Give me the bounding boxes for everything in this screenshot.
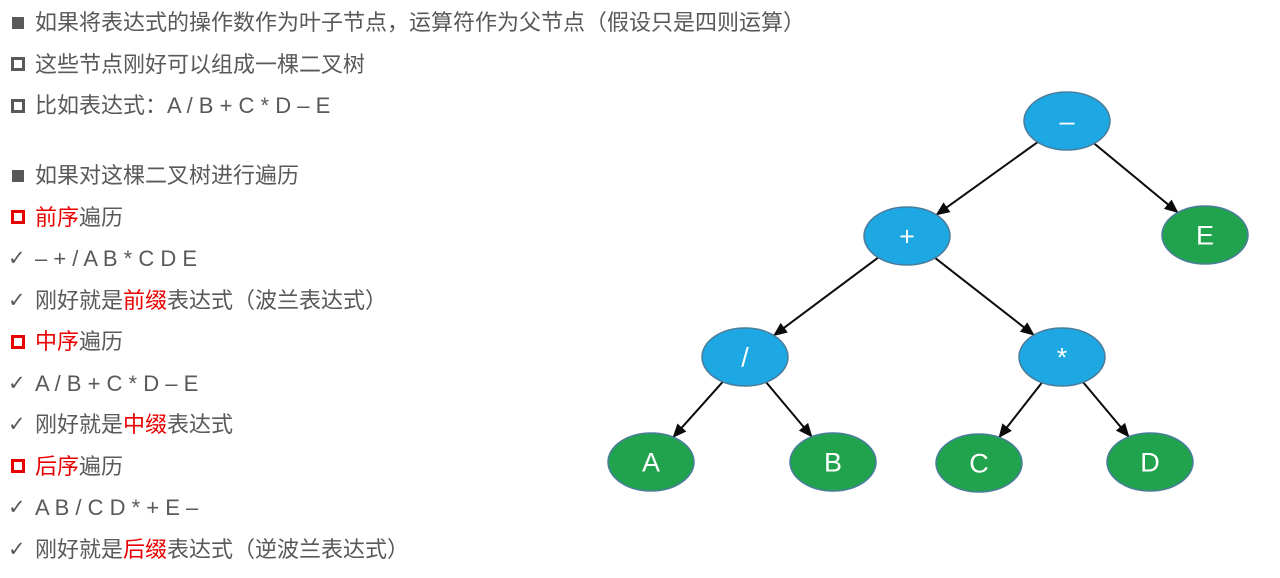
- bullet-cell: ✓: [8, 487, 35, 529]
- list-item-text: 遍历: [79, 329, 124, 354]
- bullet-open-square-red-icon: [11, 459, 25, 474]
- tree-node-ellipse: [701, 327, 789, 387]
- bullet-cell: [10, 169, 35, 182]
- tree-node-mul: *: [1018, 327, 1106, 387]
- tree-node-ellipse: [1018, 327, 1106, 387]
- list-item: ✓ 刚好就是中缀表达式: [8, 404, 850, 446]
- bullet-filled-square-icon: [12, 169, 24, 182]
- tree-node-label: *: [1057, 343, 1068, 373]
- check-icon: ✓: [8, 537, 26, 561]
- bullet-open-square-icon: [11, 57, 25, 72]
- tree-edge-mul-D: [1082, 381, 1130, 438]
- tree-node-label: A: [642, 448, 660, 478]
- bullet-filled-square-icon: [12, 16, 24, 29]
- tree-node-C: C: [935, 433, 1023, 493]
- tree-node-ellipse: [935, 433, 1023, 493]
- list-item: 如果将表达式的操作数作为叶子节点，运算符作为父节点（假设只是四则运算）: [10, 2, 850, 44]
- list-item-text: 这些节点刚好可以组成一棵二叉树: [35, 51, 366, 77]
- list-item: 这些节点刚好可以组成一棵二叉树: [10, 44, 850, 86]
- tree-edge-plus-div: [773, 256, 879, 337]
- list-item-text: 遍历: [79, 453, 124, 479]
- bullet-cell: ✓: [8, 404, 35, 446]
- check-icon: ✓: [8, 371, 26, 395]
- list-item-text: 如果对这棵二叉树进行遍历: [35, 163, 300, 188]
- list-item-text-red: 中缀: [123, 412, 168, 437]
- check-icon: ✓: [8, 288, 26, 312]
- list-item-text: – + / A B * C D E: [35, 246, 198, 271]
- list-item: 如果对这棵二叉树进行遍历: [10, 155, 850, 197]
- tree-node-div: /: [701, 327, 789, 387]
- bullet-cell: [10, 16, 35, 29]
- bullet-cell: [10, 334, 35, 349]
- tree-edge-plus-mul: [934, 257, 1035, 336]
- bullet-open-square-icon: [11, 98, 25, 113]
- bullet-cell: [10, 98, 35, 113]
- tree-node-label: –: [1059, 107, 1074, 137]
- tree-node-label: /: [741, 343, 749, 373]
- list-item: 后序遍历: [10, 446, 850, 488]
- list-item: ✓ 刚好就是后缀表达式（逆波兰表达式）: [8, 529, 850, 571]
- list-item: 中序遍历: [10, 321, 850, 363]
- list-item: 比如表达式：A / B + C * D – E: [10, 85, 850, 127]
- tree-node-label: B: [824, 448, 842, 478]
- check-icon: ✓: [8, 496, 26, 519]
- tree-edge-div-A: [672, 381, 724, 438]
- tree-edge-minus-plus: [935, 141, 1039, 216]
- tree-node-A: A: [607, 432, 695, 492]
- list-item-text: A / B + C * D – E: [35, 370, 199, 396]
- tree-node-ellipse: [1106, 432, 1194, 492]
- tree-edge-minus-E: [1093, 142, 1179, 214]
- bullet-open-square-red-icon: [11, 210, 25, 225]
- list-item-text: 刚好就是: [35, 536, 124, 562]
- tree-node-D: D: [1106, 432, 1194, 492]
- bullet-cell: [10, 459, 35, 474]
- list-item-text: 表达式（波兰表达式）: [167, 287, 388, 313]
- list-item-text: 刚好就是: [35, 412, 124, 437]
- list-item-text: 比如表达式：A / B + C * D – E: [35, 93, 331, 118]
- tree-node-label: +: [899, 222, 915, 252]
- tree-edge-mul-C: [998, 382, 1043, 439]
- list-item-text-red: 后序: [35, 453, 80, 479]
- tree-node-ellipse: [1161, 205, 1249, 265]
- tree-node-label: E: [1196, 221, 1214, 251]
- list-item: 前序遍历: [10, 197, 850, 239]
- list-item: ✓ 刚好就是前缀表达式（波兰表达式）: [8, 280, 850, 322]
- list-item-text: A B / C D * + E –: [35, 495, 199, 520]
- list-item-text: 刚好就是: [35, 287, 124, 313]
- list-item: ✓ – + / A B * C D E: [8, 238, 850, 280]
- bullet-list: 如果将表达式的操作数作为叶子节点，运算符作为父节点（假设只是四则运算） 这些节点刚…: [8, 2, 850, 571]
- tree-node-B: B: [789, 432, 877, 492]
- tree-node-ellipse: [863, 206, 951, 266]
- bullet-cell: [10, 210, 35, 225]
- list-item-text: 表达式: [167, 412, 234, 437]
- list-item-text-red: 中序: [35, 329, 80, 354]
- tree-node-E: E: [1161, 205, 1249, 265]
- bullet-cell: ✓: [8, 238, 35, 280]
- tree-node-minus: –: [1023, 91, 1111, 151]
- list-item-text-red: 前缀: [123, 287, 168, 313]
- list-item: ✓ A B / C D * + E –: [8, 487, 850, 529]
- tree-node-ellipse: [789, 432, 877, 492]
- list-item: ✓ A / B + C * D – E: [8, 363, 850, 405]
- tree-node-plus: +: [863, 206, 951, 266]
- tree-edge-div-B: [765, 381, 813, 438]
- bullet-cell: [10, 57, 35, 72]
- tree-node-ellipse: [607, 432, 695, 492]
- list-item-text: 遍历: [79, 204, 124, 230]
- bullet-cell: ✓: [8, 529, 35, 571]
- tree-node-ellipse: [1023, 91, 1111, 151]
- bullet-cell: ✓: [8, 280, 35, 322]
- list-item-text: 如果将表达式的操作数作为叶子节点，运算符作为父节点（假设只是四则运算）: [35, 10, 806, 35]
- check-icon: ✓: [8, 247, 26, 270]
- tree-node-label: C: [969, 449, 989, 479]
- list-item-text: 表达式（逆波兰表达式）: [167, 536, 410, 562]
- check-icon: ✓: [8, 413, 26, 436]
- list-item-text-red: 前序: [35, 204, 80, 230]
- bullet-open-square-red-icon: [11, 334, 25, 349]
- list-item-text-red: 后缀: [123, 536, 168, 562]
- tree-node-label: D: [1140, 448, 1160, 478]
- bullet-cell: ✓: [8, 363, 35, 405]
